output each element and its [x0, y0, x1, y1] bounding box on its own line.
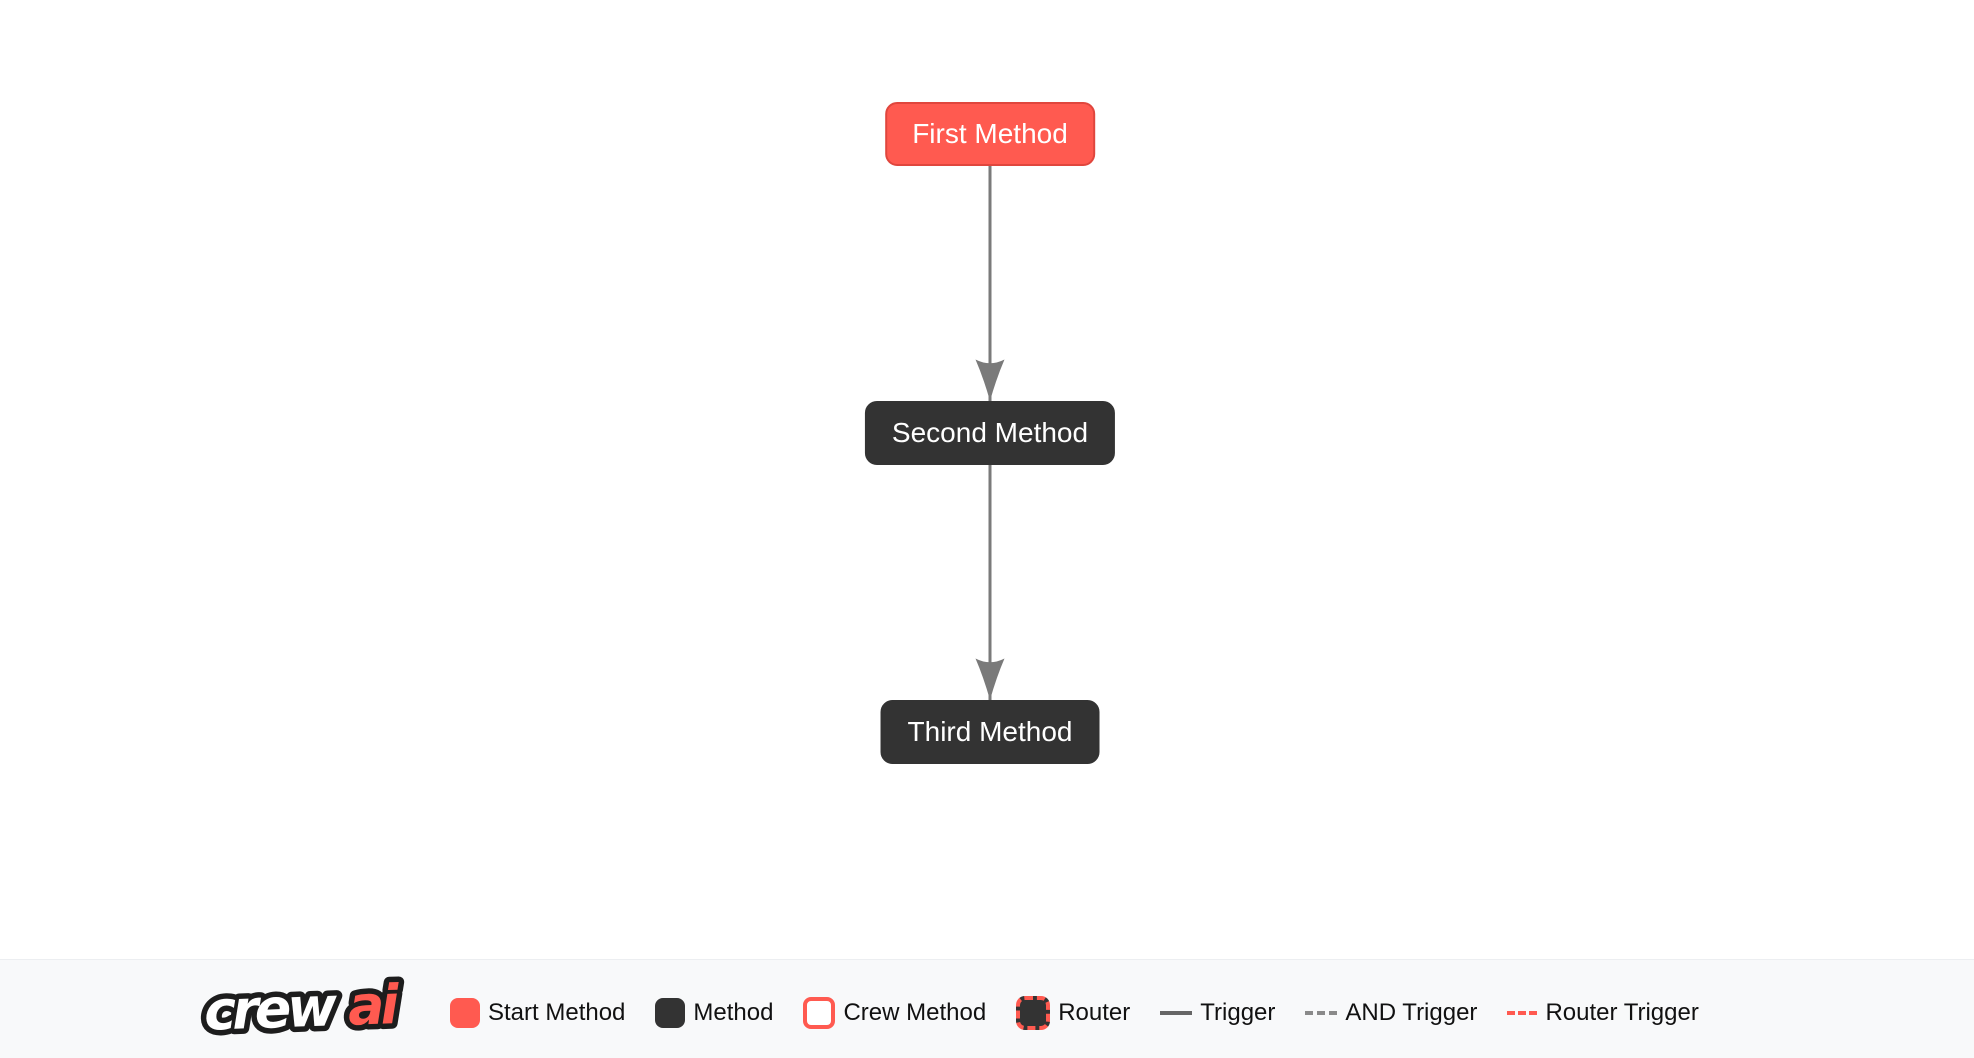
- flow-canvas[interactable]: First Method Second Method Third Method: [0, 0, 1974, 959]
- crew-method-swatch-icon: [803, 996, 836, 1029]
- crewai-logo: crew ai: [198, 968, 407, 1048]
- legend-item-label: Router Trigger: [1545, 998, 1699, 1026]
- legend-item-trigger: Trigger: [1160, 999, 1275, 1027]
- legend-item-start-method: Start Method: [450, 997, 626, 1028]
- method-swatch-icon: [655, 997, 686, 1028]
- legend-item-label: Method: [693, 998, 774, 1026]
- legend-item-label: AND Trigger: [1345, 998, 1478, 1026]
- router-trigger-line-icon: [1507, 1010, 1538, 1015]
- svg-text:crew ai: crew ai: [203, 973, 401, 1043]
- legend-item-label: Trigger: [1200, 998, 1276, 1026]
- legend-item-method: Method: [655, 997, 774, 1028]
- and-trigger-line-icon: [1305, 1010, 1338, 1015]
- logo-ai-text: ai: [347, 973, 402, 1038]
- legend-item-label: Crew Method: [843, 998, 987, 1026]
- flow-node-second-method[interactable]: Second Method: [864, 401, 1116, 465]
- flow-node-third-method[interactable]: Third Method: [880, 700, 1100, 764]
- legend-item-crew-method: Crew Method: [803, 996, 987, 1029]
- logo-crew-text: crew: [203, 975, 339, 1043]
- legend-item-router-trigger: Router Trigger: [1507, 998, 1699, 1027]
- trigger-line-icon: [1160, 1010, 1193, 1015]
- start-method-swatch-icon: [450, 997, 480, 1028]
- trigger-edge: [975, 462, 1005, 700]
- legend-items: Start Method Method Crew Method Router T…: [450, 960, 1699, 1058]
- arrowhead-icon: [975, 658, 1005, 700]
- legend-item-router: Router: [1016, 995, 1131, 1030]
- legend-item-label: Router: [1058, 998, 1131, 1026]
- legend-bar: crew ai Start Method Method Crew Method …: [0, 959, 1974, 1058]
- flow-node-first-method[interactable]: First Method: [885, 102, 1095, 166]
- legend-item-and-trigger: AND Trigger: [1305, 999, 1477, 1027]
- legend-item-label: Start Method: [488, 998, 626, 1026]
- router-swatch-icon: [1016, 995, 1051, 1030]
- arrowhead-icon: [975, 359, 1005, 401]
- trigger-edge: [975, 166, 1005, 401]
